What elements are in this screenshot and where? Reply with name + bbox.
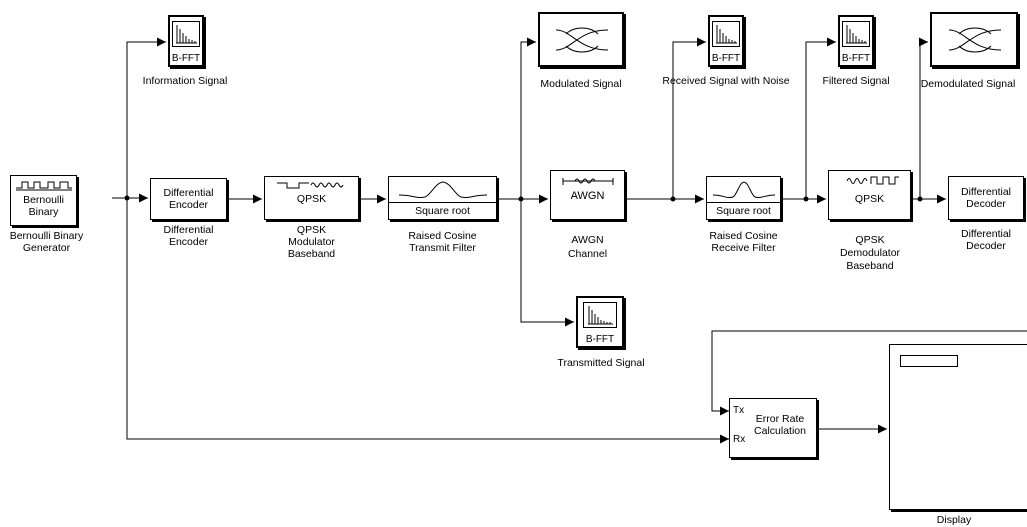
demod-label-1: QPSK: [855, 234, 885, 246]
bernoulli-label-2: Generator: [22, 242, 71, 254]
modulated-signal-scatter-scope[interactable]: [538, 12, 624, 67]
raised-cosine-receive-filter-block[interactable]: Square root: [706, 176, 781, 220]
spectrum-icon: [583, 302, 617, 328]
block-text: QPSK: [296, 193, 327, 205]
block-text-1: Bernoulli: [23, 194, 64, 206]
filtered-signal-label: Filtered Signal: [822, 75, 890, 87]
rx-port-label: Rx: [733, 434, 746, 445]
display-value-box: [900, 355, 958, 367]
eye-diagram-icon: [555, 27, 609, 53]
demodulated-signal-label: Demodulated Signal: [920, 78, 1016, 90]
mod-label-2: Modulator: [288, 236, 335, 248]
demod-label-3: Baseband: [846, 260, 894, 272]
block-text-2: Decoder: [966, 198, 1006, 210]
transmitted-signal-fft-scope[interactable]: B-FFT: [576, 296, 624, 348]
block-text: AWGN: [570, 190, 605, 202]
block-text-1: Differential: [961, 186, 1011, 198]
block-text: Square root: [415, 205, 470, 217]
block-text-1: Differential: [163, 187, 214, 199]
awgn-label-2: Channel: [567, 248, 608, 260]
qpsk-demodulator-block[interactable]: QPSK: [828, 170, 911, 220]
mod-label-3: Baseband: [287, 248, 336, 260]
encoder-label-2: Encoder: [168, 236, 209, 248]
sinc-pulse-icon: [712, 181, 776, 199]
rc-tx-label-1: Raised Cosine: [408, 230, 477, 242]
block-text-2: Encoder: [168, 199, 209, 211]
rc-rx-label-2: Receive Filter: [711, 242, 776, 254]
awgn-channel-block[interactable]: AWGN: [550, 170, 625, 220]
block-text-2: Calculation: [754, 425, 806, 437]
qpsk-modulator-block[interactable]: QPSK: [264, 176, 359, 220]
demodulation-waveform-icon: [846, 176, 899, 185]
sinc-pulse-icon: [398, 181, 488, 199]
demodulated-signal-scatter-scope[interactable]: [930, 12, 1018, 67]
information-signal-fft-scope[interactable]: B-FFT: [168, 15, 204, 67]
received-signal-fft-scope[interactable]: B-FFT: [708, 15, 744, 67]
tx-port-label: Tx: [733, 405, 745, 416]
encoder-label-1: Differential: [163, 224, 214, 236]
pulse-train-icon: [16, 181, 72, 191]
block-text-2: Binary: [28, 206, 59, 218]
bernoulli-binary-generator-block[interactable]: Bernoulli Binary: [10, 175, 77, 226]
scope-type-label: B-FFT: [841, 53, 871, 64]
scope-type-label: B-FFT: [585, 334, 615, 345]
modulation-waveform-icon: [277, 182, 344, 189]
awgn-label-1: AWGN: [571, 234, 604, 246]
error-rate-calculation-block[interactable]: Tx Rx Error Rate Calculation: [729, 398, 817, 458]
received-signal-label: Received Signal with Noise: [662, 75, 790, 87]
decoder-label-2: Decoder: [966, 240, 1006, 252]
display-block[interactable]: [889, 344, 1027, 510]
mod-label-1: QPSK: [296, 224, 327, 236]
display-label: Display: [936, 514, 972, 526]
demod-label-2: Demodulator: [839, 247, 901, 259]
spectrum-icon: [842, 21, 870, 47]
raised-cosine-transmit-filter-block[interactable]: Square root: [388, 176, 497, 220]
differential-decoder-block[interactable]: Differential Decoder: [948, 176, 1024, 220]
bernoulli-label-1: Bernoulli Binary: [9, 230, 84, 242]
spectrum-icon: [712, 21, 740, 47]
block-text: Square root: [716, 205, 771, 217]
rc-rx-label-1: Raised Cosine: [709, 230, 778, 242]
block-text-1: Error Rate: [755, 413, 805, 425]
block-text: QPSK: [854, 193, 885, 205]
differential-encoder-block[interactable]: Differential Encoder: [150, 178, 227, 220]
spectrum-icon: [172, 21, 200, 47]
eye-diagram-icon: [948, 27, 1002, 53]
decoder-label-1: Differential: [961, 228, 1011, 240]
rc-tx-label-2: Transmit Filter: [409, 242, 476, 254]
scope-type-label: B-FFT: [711, 53, 741, 64]
information-signal-label: Information Signal: [142, 75, 228, 87]
transmitted-signal-label: Transmitted Signal: [557, 357, 645, 369]
filtered-signal-fft-scope[interactable]: B-FFT: [838, 15, 874, 67]
channel-icon: [562, 178, 614, 185]
scope-type-label: B-FFT: [171, 53, 201, 64]
modulated-signal-label: Modulated Signal: [540, 78, 622, 90]
